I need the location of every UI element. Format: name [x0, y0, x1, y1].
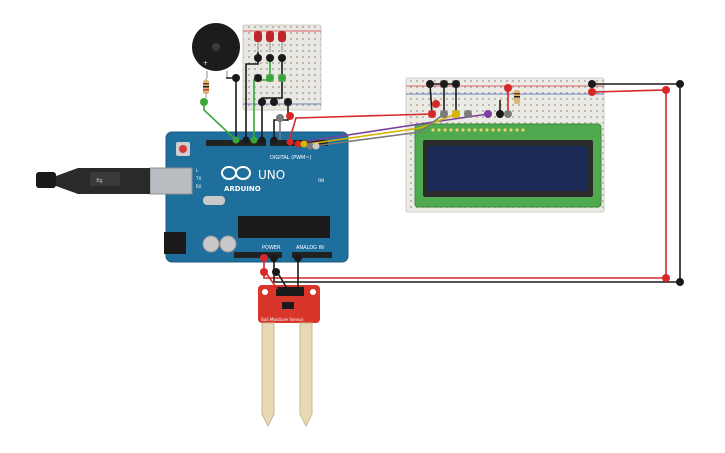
wire-red-5v: [263, 258, 666, 279]
wire-red-lcd: [289, 113, 433, 139]
arduino-brand-label: ARDUINO: [224, 185, 261, 193]
arduino-digital-label: DIGITAL (PWM~): [270, 155, 312, 161]
svg-text:⇆: ⇆: [96, 176, 103, 185]
sensor-label: Soil Moisture Sensor: [261, 317, 304, 322]
arduino-tx-label: TX: [195, 176, 201, 181]
arduino-rx-label: RX: [196, 184, 202, 189]
wire-connectors: [200, 54, 684, 296]
arduino-on-label: ON: [318, 178, 324, 183]
soil-moisture-sensor: [258, 285, 320, 428]
wire-purple-lcd: [301, 113, 489, 143]
wire-green-led-2: [253, 56, 271, 140]
svg-text:+: +: [203, 60, 208, 67]
arduino-power-label: POWER: [262, 245, 281, 251]
arduino-uno-board: [149, 131, 349, 263]
wire-yellow-lcd: [307, 113, 457, 145]
wire-gray-lcd: [313, 113, 445, 147]
usb-cable: ⇆: [36, 168, 150, 194]
piezo-buzzer: +: [192, 23, 240, 78]
resistor-buzzer: [203, 78, 209, 98]
red-leds: [254, 31, 286, 52]
resistor-lcd: [514, 90, 520, 104]
wire-black-gnd: [273, 258, 680, 283]
arduino-analog-label: ANALOG IN: [296, 245, 324, 251]
arduino-model-label: UNO: [258, 168, 285, 182]
arduino-l-label: L: [196, 168, 199, 173]
lcd-display: [414, 123, 602, 208]
wire-black-lcd-1: [429, 83, 433, 115]
wire-black-buzzer: [226, 77, 237, 140]
